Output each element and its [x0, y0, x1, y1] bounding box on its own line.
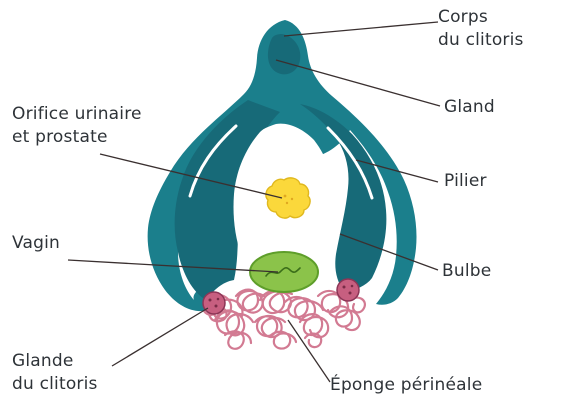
label-pilier: Pilier — [444, 170, 487, 193]
clitoral-gland-left — [203, 292, 225, 314]
label-bulbe: Bulbe — [442, 260, 491, 283]
label-orifice-line2: et prostate — [12, 126, 142, 149]
leader-eponge — [288, 320, 330, 382]
label-glande: Glande du clitoris — [12, 350, 98, 396]
urinary-orifice — [266, 178, 310, 218]
label-corps: Corps du clitoris — [438, 6, 524, 52]
vagina — [250, 252, 318, 292]
label-orifice: Orifice urinaire et prostate — [12, 103, 142, 149]
label-corps-line1: Corps — [438, 6, 524, 29]
leader-glande — [112, 308, 208, 366]
label-glande-line1: Glande — [12, 350, 98, 373]
label-gland: Gland — [444, 96, 495, 119]
leader-corps — [284, 22, 438, 36]
label-vagin: Vagin — [12, 232, 60, 255]
label-eponge: Éponge périnéale — [330, 374, 482, 397]
label-corps-line2: du clitoris — [438, 29, 524, 52]
label-glande-line2: du clitoris — [12, 373, 98, 396]
clitoral-gland-right — [337, 279, 359, 301]
label-orifice-line1: Orifice urinaire — [12, 103, 142, 126]
